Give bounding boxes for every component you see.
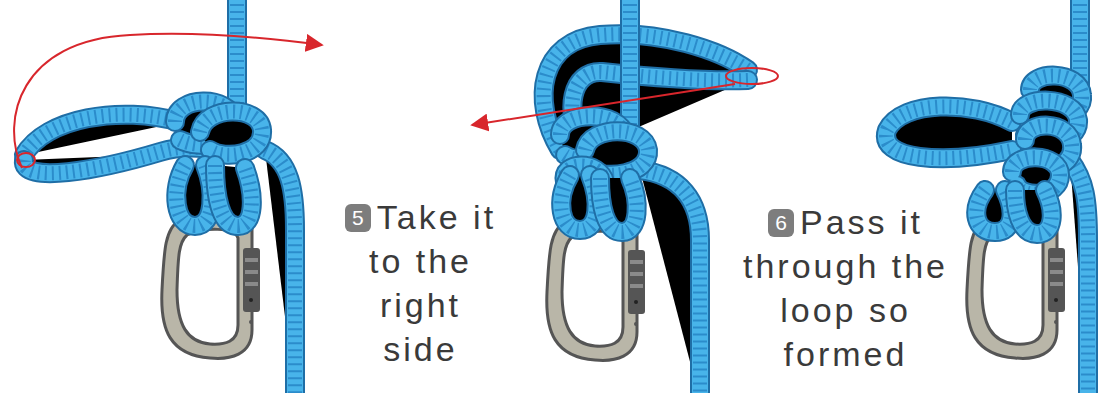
rope-figure <box>14 0 322 393</box>
callout-number: 6 <box>768 209 794 237</box>
arrow <box>472 84 735 125</box>
step-caption: 5Take it to the right side <box>340 195 501 371</box>
callout-number: 5 <box>345 204 371 232</box>
rope-figure <box>472 0 778 393</box>
arrow <box>726 68 778 84</box>
arrow <box>14 34 322 168</box>
rope-figure <box>886 0 1088 393</box>
step-instruction: Take it to the right side <box>369 198 496 368</box>
step-caption: 6Pass it through the loop so formed <box>738 200 953 376</box>
